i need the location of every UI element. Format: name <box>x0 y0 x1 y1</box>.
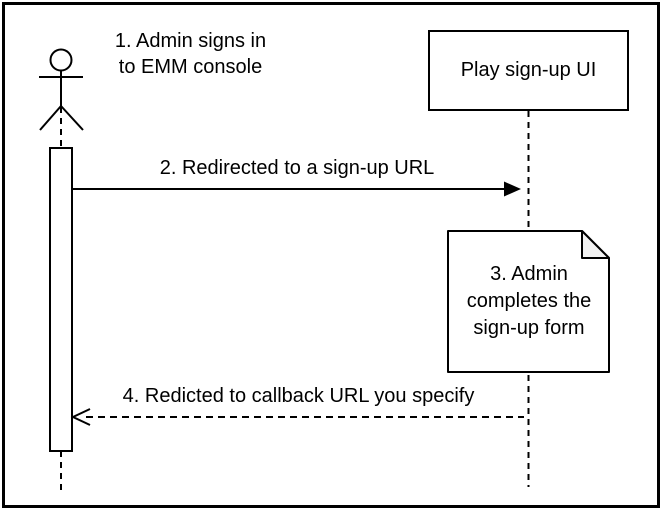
message-callback-label: 4. Redicted to callback URL you specify <box>122 385 475 407</box>
note-shape <box>447 230 610 373</box>
message-redirect-arrow <box>72 181 521 197</box>
participant-label: Play sign-up UI <box>460 59 597 81</box>
message-callback-arrow <box>70 408 524 426</box>
filled-arrowhead-icon <box>504 181 521 197</box>
participant-box: Play sign-up UI <box>428 30 629 111</box>
note-text-line3: sign-up form <box>473 317 585 339</box>
actor-caption-line1: 1. Admin signs in <box>114 30 267 52</box>
activation-bar <box>49 147 73 452</box>
actor-caption-line2: to EMM console <box>118 56 263 78</box>
message-redirect-label: 2. Redirected to a sign-up URL <box>159 157 435 179</box>
note-text: 3. Admin completes the sign-up form <box>450 232 608 371</box>
note-text-line1: 3. Admin <box>490 263 568 285</box>
open-arrowhead-icon <box>70 408 91 426</box>
actor-icon <box>39 48 84 131</box>
note-fold-icon <box>581 230 610 259</box>
actor-caption: 1. Admin signs in to EMM console <box>88 28 293 80</box>
note-text-line2: completes the <box>466 290 592 312</box>
